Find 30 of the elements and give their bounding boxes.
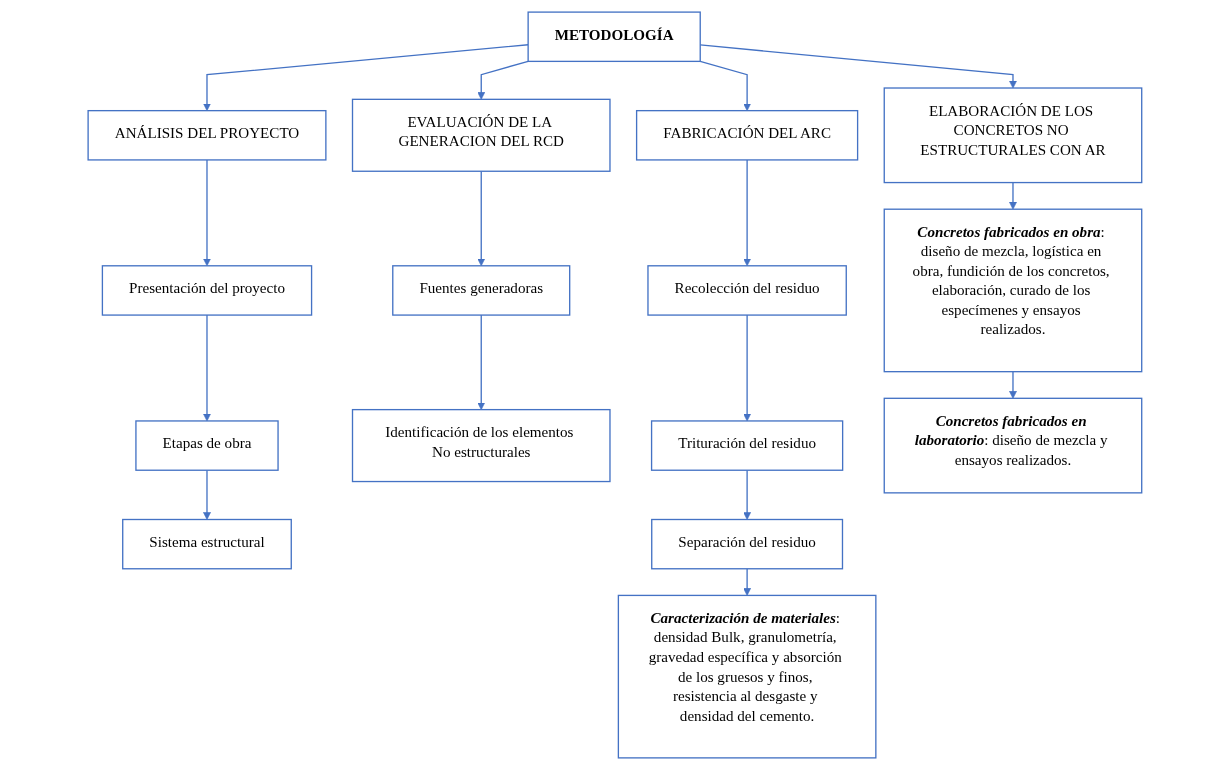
node-box: Caracterización de materiales: densidad Bulk, granulometría, gravedad específica y absorción de los gruesos y finos, resistencia al desgaste y densidad del cemento. [617,594,877,759]
arrow [699,60,752,111]
node-box: Recolección del residuo [647,265,847,316]
node-box: Identificación de los elementos No estructurales [351,408,611,483]
arrow [477,60,529,100]
arrow [743,469,752,520]
node-box: Presentación del proyecto [101,265,313,316]
node-box: Separación del residuo [651,518,844,570]
node-box: ANÁLISIS DEL PROYECTO [87,110,327,161]
arrow [203,314,211,422]
arrow [203,44,529,111]
node-box: ELABORACIÓN DE LOS CONCRETOS NO ESTRUCTURALES CON AR [883,87,1143,184]
arrow [203,469,211,520]
arrow [1009,181,1017,210]
node-box: Concretos fabricados en obra: diseño de mezcla, logística en obra, fundición de los concretos, elaboración, curado de los especímenes y ensayos realizados. [883,208,1143,373]
arrow [1009,371,1017,399]
node-box: METODOLOGÍA [527,11,701,63]
node-box: Concretos fabricados en laboratorio: diseño de mezcla y ensayos realizados. [883,397,1143,494]
node-box: Etapas de obra [135,420,279,471]
arrow [743,159,752,267]
node-box: Fuentes generadoras [392,265,571,316]
arrow [743,568,752,596]
arrow [743,314,752,422]
node-box: EVALUACIÓN DE LA GENERACION DEL RCD [351,98,611,172]
arrow [477,314,486,410]
arrow [203,159,211,267]
node-box: Sistema estructural [122,518,292,570]
arrow [477,170,486,267]
node-box: FABRICACIÓN DEL ARC [636,110,859,161]
node-box: Trituración del residuo [651,420,844,471]
